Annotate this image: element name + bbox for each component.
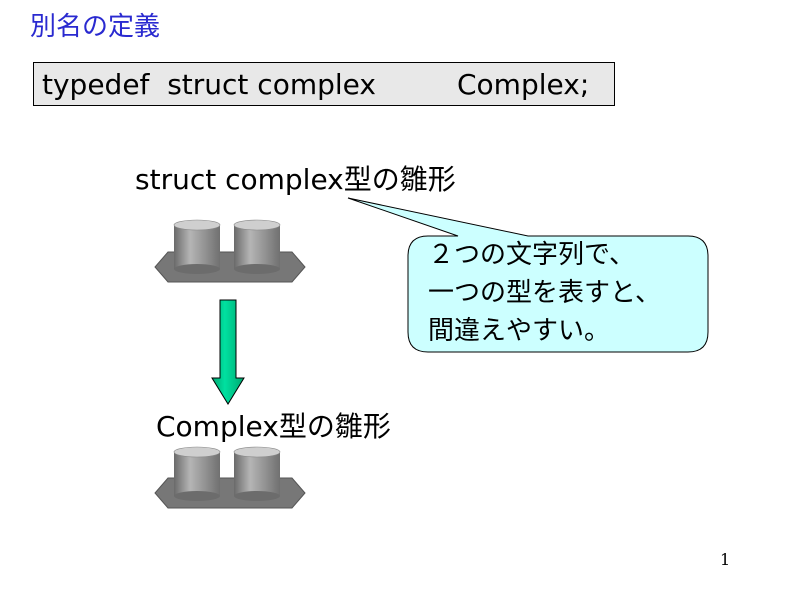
cylinder-icon (233, 219, 281, 274)
code-text-right: Complex; (457, 68, 590, 101)
callout-line: 間違えやすい。 (428, 316, 611, 346)
page-number: 1 (720, 550, 731, 569)
struct-complex-model-icon (154, 219, 306, 283)
callout-text: ２つの文字列で、 一つの型を表すと、 間違えやすい。 (428, 236, 661, 350)
callout-bubble (347, 197, 709, 353)
callout-line: ２つの文字列で、 (428, 240, 635, 270)
cylinder-icon (173, 446, 221, 501)
cylinder-icon (233, 446, 281, 501)
cylinder-icon (173, 219, 221, 274)
struct-complex-template-label: struct complex型の雛形 (135, 163, 456, 196)
typedef-code-box: typedef struct complex Complex; (33, 62, 615, 106)
complex-model-icon (154, 446, 306, 509)
down-arrow-icon (211, 299, 245, 405)
complex-template-label: Complex型の雛形 (156, 410, 391, 443)
slide-title: 別名の定義 (30, 12, 161, 42)
callout-line: 一つの型を表すと、 (428, 278, 661, 308)
code-text-left: typedef struct complex (42, 68, 376, 101)
